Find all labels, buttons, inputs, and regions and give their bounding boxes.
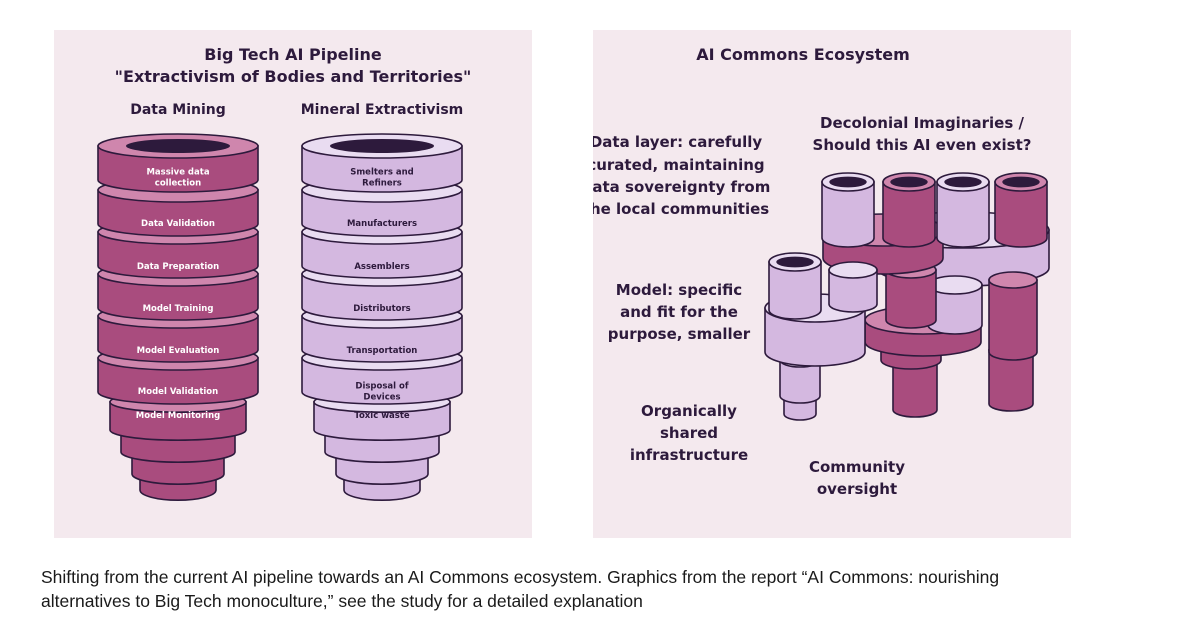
figure-caption: Shifting from the current AI pipeline to… xyxy=(41,565,1161,613)
big-tech-pipeline-diagram: Big Tech AI Pipeline "Extractivism of Bo… xyxy=(97,45,472,501)
infra-label-2: shared xyxy=(660,424,718,442)
top-tube-2 xyxy=(882,172,936,248)
data-mining-opening xyxy=(126,139,230,153)
decolonial-label-2: Should this AI even exist? xyxy=(813,136,1032,154)
data-mining-stage-label: Model Evaluation xyxy=(137,346,220,356)
data-mining-stage-label: Data Preparation xyxy=(137,262,219,272)
data-layer-label-3: data sovereignty from xyxy=(593,178,770,196)
mineral-stage-label: Transportation xyxy=(347,346,418,356)
left-tube xyxy=(768,252,822,320)
left-pillar xyxy=(828,261,878,313)
support-right-upper xyxy=(988,271,1038,361)
mineral-stage-label: Manufacturers xyxy=(347,219,417,229)
top-tube-3 xyxy=(936,172,990,248)
top-tube-4 xyxy=(994,172,1048,248)
infra-label-3: infrastructure xyxy=(630,446,748,464)
right-title: AI Commons Ecosystem xyxy=(696,45,910,64)
decolonial-label-1: Decolonial Imaginaries / xyxy=(820,114,1024,132)
big-tech-pipeline-panel: Big Tech AI Pipeline "Extractivism of Bo… xyxy=(54,30,532,538)
caption-line-2: alternatives to Big Tech monoculture,” s… xyxy=(41,591,643,611)
data-layer-label-4: the local communities xyxy=(593,200,769,218)
left-title-line2: "Extractivism of Bodies and Territories" xyxy=(115,67,472,86)
data-layer-label-2: curated, maintaining xyxy=(593,156,765,174)
oversight-label-2: oversight xyxy=(817,480,897,498)
mineral-extractivism-heading: Mineral Extractivism xyxy=(301,102,464,118)
ecosystem-illustration xyxy=(764,172,1050,421)
data-mining-disk-4 xyxy=(97,303,259,363)
model-label-3: purpose, smaller xyxy=(608,325,751,343)
data-mining-stage-label: Model Training xyxy=(143,304,214,314)
ai-commons-panel: AI Commons Ecosystem Data layer: careful… xyxy=(593,30,1071,538)
left-title-line1: Big Tech AI Pipeline xyxy=(204,45,382,64)
model-label-1: Model: specific xyxy=(616,281,742,299)
center-lavender-pillar xyxy=(927,275,983,335)
mineral-stage-label: Toxic waste xyxy=(354,411,410,421)
ecosystem-labels: Data layer: carefully curated, maintaini… xyxy=(593,114,1031,498)
data-mining-stage-label: Model Monitoring xyxy=(136,411,220,421)
mineral-opening xyxy=(330,139,434,153)
data-layer-label-1: Data layer: carefully xyxy=(593,133,762,151)
data-mining-stage-label: Data Validation xyxy=(141,219,215,229)
top-tube-1 xyxy=(821,172,875,248)
model-label-2: and fit for the xyxy=(620,303,738,321)
caption-line-1: Shifting from the current AI pipeline to… xyxy=(41,567,1000,587)
data-mining-heading: Data Mining xyxy=(130,102,226,118)
mineral-stage-label: Distributors xyxy=(353,304,411,314)
oversight-label-1: Community xyxy=(809,458,905,476)
mineral-stage-label: Assemblers xyxy=(354,262,409,272)
ai-commons-diagram: AI Commons Ecosystem Data layer: careful… xyxy=(593,45,1050,498)
data-mining-stage-label: Model Validation xyxy=(138,387,218,397)
infra-label-1: Organically xyxy=(641,402,737,420)
